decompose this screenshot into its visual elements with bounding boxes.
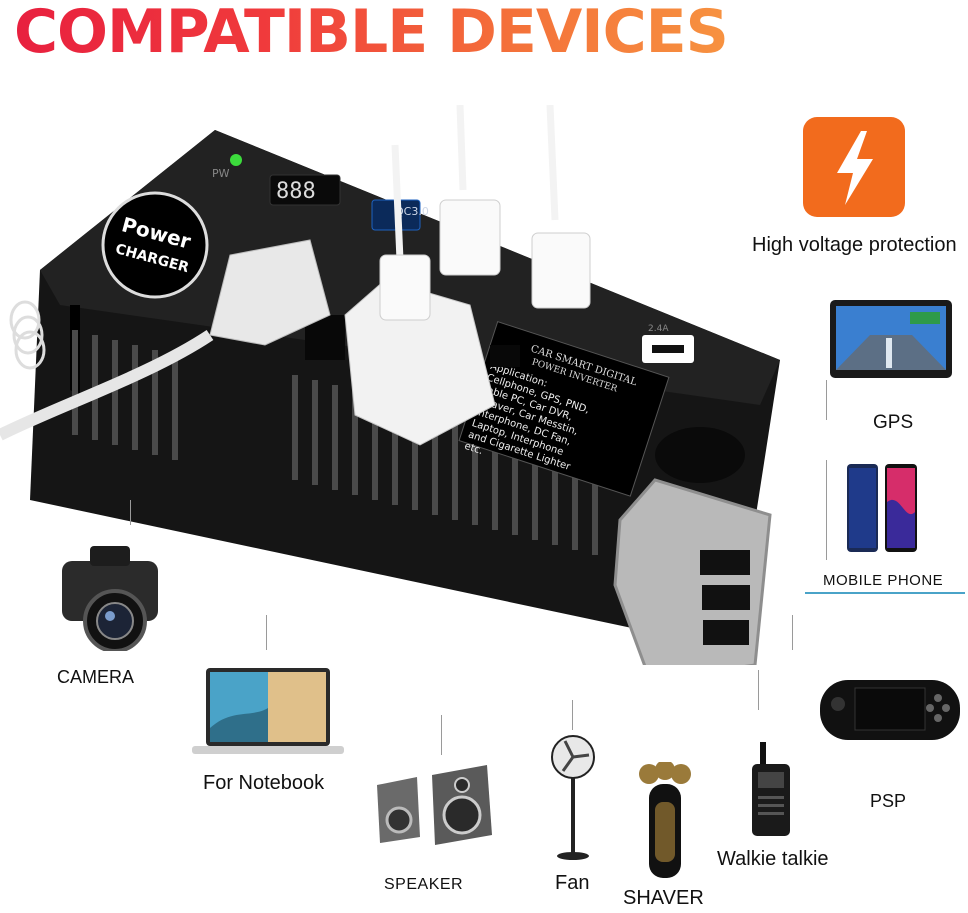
divider [130, 500, 131, 525]
gps-label: GPS [873, 412, 914, 433]
camera-label: CAMERA [57, 667, 135, 687]
shaver-label: SHAVER [623, 887, 704, 909]
gps-device-icon [830, 300, 952, 380]
divider [792, 615, 793, 650]
notebook-label: For Notebook [203, 772, 325, 794]
mobile-phone-label: MOBILE PHONE [823, 572, 944, 589]
power-inverter-illustration: PW 888 QC3.0 Power CHARGER 2.4A CAR SMAR… [0, 105, 790, 665]
psp-label: PSP [870, 791, 907, 811]
speaker-label: SPEAKER [384, 876, 464, 893]
divider [758, 670, 759, 710]
digital-display: 888 [276, 179, 316, 204]
fan-icon [545, 735, 601, 865]
divider [826, 380, 827, 420]
lightning-bolt-icon [803, 117, 905, 217]
feature-label: High voltage protection [752, 234, 957, 256]
psp-icon [820, 676, 960, 744]
page-title: COMPATIBLE DEVICES [14, 0, 729, 67]
divider [812, 805, 832, 807]
divider [266, 615, 267, 650]
camera-icon [60, 536, 162, 651]
usb-rating: 2.4A [648, 324, 669, 334]
speaker-icon [372, 765, 497, 845]
mobile-phone-icon [845, 462, 920, 554]
pw-label: PW [212, 167, 230, 180]
walkie-talkie-icon [750, 742, 792, 838]
divider [441, 715, 442, 755]
shaver-icon [635, 762, 695, 880]
fan-label: Fan [555, 872, 590, 894]
qc-label: QC3.0 [395, 205, 429, 218]
divider [572, 700, 573, 730]
divider [826, 460, 827, 560]
divider [805, 592, 965, 594]
walkie-talkie-label: Walkie talkie [717, 848, 829, 870]
laptop-icon [192, 668, 344, 758]
